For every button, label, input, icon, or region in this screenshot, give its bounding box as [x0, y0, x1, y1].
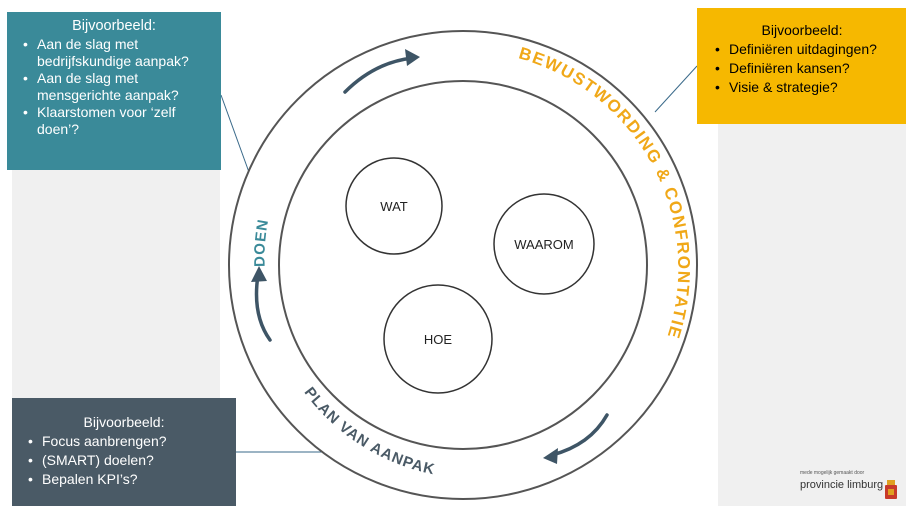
left-background-panel [12, 160, 220, 400]
example-list: Aan de slag met bedrijfskundige aanpak? … [13, 36, 215, 138]
credit-text: mede mogelijk gemaakt door [800, 470, 865, 476]
arrow-bottom-icon [550, 413, 609, 457]
connector-right [654, 65, 698, 113]
box-title: Bijvoorbeeld: [83, 414, 165, 430]
arrow-top-head-icon [405, 49, 420, 66]
arrow-left-icon [254, 273, 272, 342]
list-item: Definiëren uitdagingen? [715, 40, 899, 59]
circle-wat [345, 157, 443, 255]
arrow-left-head-icon [251, 266, 267, 282]
province-logo-icon [885, 480, 897, 499]
box-title: Bijvoorbeeld: [761, 22, 843, 38]
circle-hoe [383, 284, 493, 394]
list-item: Definiëren kansen? [715, 59, 899, 78]
list-item: Bepalen KPI’s? [28, 470, 230, 489]
box-title: Bijvoorbeeld: [72, 18, 156, 34]
brand-text: provincie limburg [800, 479, 884, 491]
example-box-doen: Bijvoorbeeld: Aan de slag met bedrijfsku… [7, 12, 221, 170]
list-item: Aan de slag met bedrijfskundige aanpak? [23, 36, 215, 70]
connector-left [220, 94, 251, 176]
arrow-top-icon [343, 56, 415, 94]
arrow-bottom-head-icon [543, 448, 558, 464]
right-background-panel [718, 120, 906, 506]
label-waarom: WAAROM [514, 237, 573, 252]
circle-waarom [493, 193, 595, 295]
example-list: Definiëren uitdagingen? Definiëren kanse… [705, 40, 899, 97]
footer-credit: mede mogelijk gemaakt door provincie lim… [800, 470, 883, 491]
example-list: Focus aanbrengen? (SMART) doelen? Bepale… [18, 432, 230, 489]
list-item: Aan de slag met mensgerichte aanpak? [23, 70, 215, 104]
inner-ring [278, 80, 648, 450]
list-item: Visie & strategie? [715, 78, 899, 97]
list-item: (SMART) doelen? [28, 451, 230, 470]
example-box-plan: Bijvoorbeeld: Focus aanbrengen? (SMART) … [12, 398, 236, 506]
list-item: Klaarstomen voor ‘zelf doen’? [23, 104, 215, 138]
example-box-bewustwording: Bijvoorbeeld: Definiëren uitdagingen? De… [697, 8, 906, 124]
list-item: Focus aanbrengen? [28, 432, 230, 451]
label-wat: WAT [380, 199, 407, 214]
label-hoe: HOE [424, 332, 453, 347]
